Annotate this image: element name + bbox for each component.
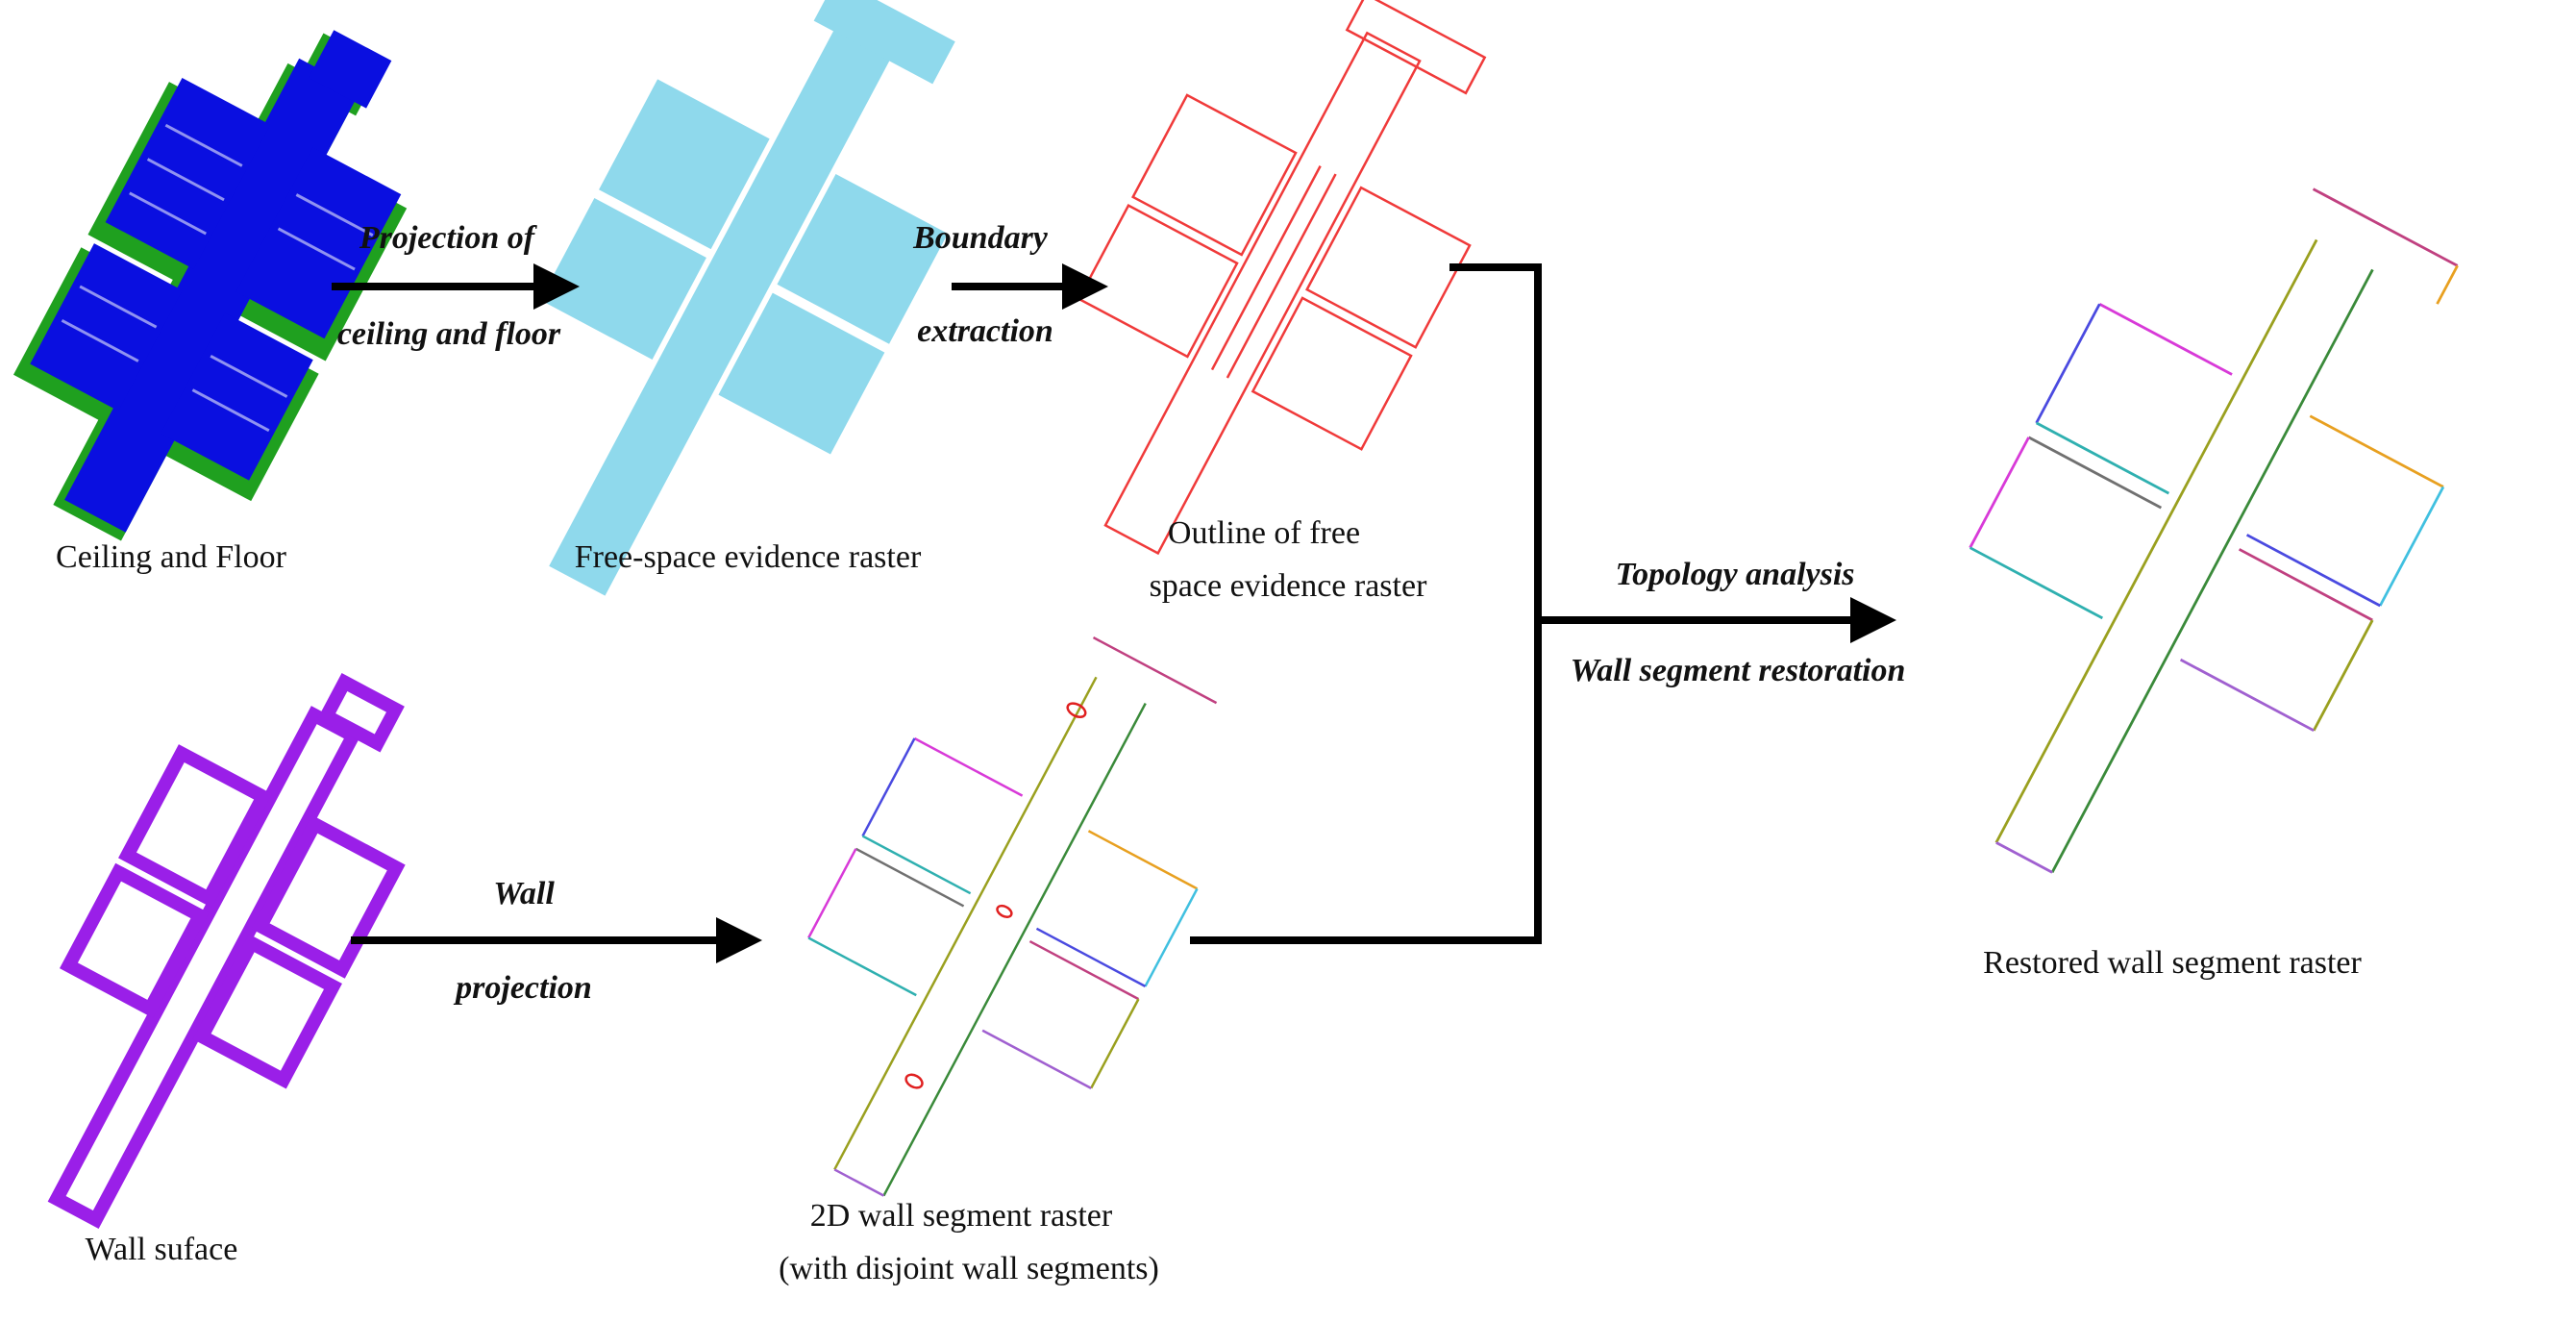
op-projection-line1: Projection of [359,220,538,256]
free-space-outline [1077,0,1487,556]
op-boundary-line2: extraction [917,313,1053,349]
wall-segment-raster [807,636,1218,1197]
caption-free-space: Free-space evidence raster [575,539,922,575]
connector-top [1449,263,1542,620]
op-projection-line2: ceiling and floor [337,316,561,352]
op-wall-line1: Wall [493,876,555,911]
op-boundary-line1: Boundary [912,220,1049,256]
restored-wall-raster [1969,187,2459,874]
ceiling-points [30,30,402,533]
caption-wall-surface: Wall suface [86,1232,238,1267]
caption-ceiling-floor: Ceiling and Floor [56,539,287,575]
op-restoration: Wall segment restoration [1571,653,1906,688]
caption-outline-line2: space evidence raster [1150,568,1427,604]
op-topology: Topology analysis [1615,557,1854,592]
caption-wall-raster-line2: (with disjoint wall segments) [779,1251,1159,1286]
free-space-raster [540,0,955,596]
op-wall-line2: projection [453,970,592,1006]
caption-outline-line1: Outline of free [1168,515,1360,551]
connector-bottom [1190,620,1542,944]
caption-restored: Restored wall segment raster [1983,945,2362,981]
caption-wall-raster-line1: 2D wall segment raster [810,1198,1113,1234]
ceiling-floor-pointcloud [12,30,408,541]
wall-surface-pointcloud [47,673,406,1229]
